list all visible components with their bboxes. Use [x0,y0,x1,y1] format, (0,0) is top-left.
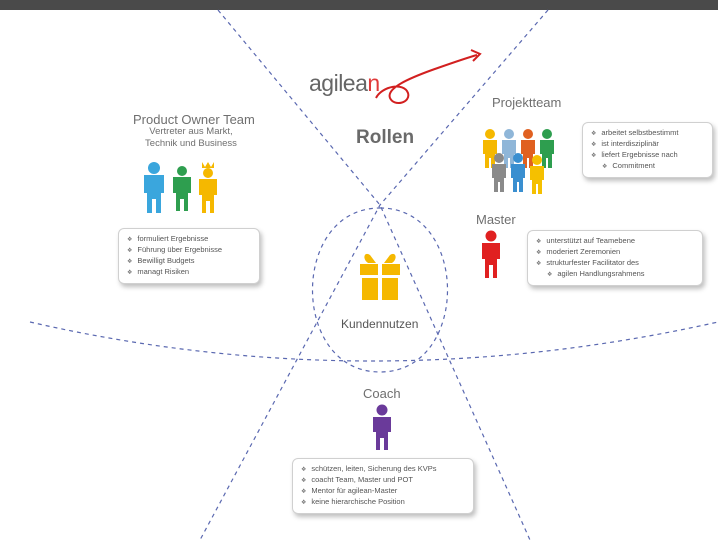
product-owner-subtitle: Vertreter aus Markt, Technik und Busines… [145,126,237,149]
coach-info-box: schützen, leiten, Sicherung des KVPs coa… [292,458,474,514]
kundennutzen-label: Kundennutzen [341,317,419,331]
logo-arrow-head [470,49,482,62]
projektteam-info-box: arbeitet selbstbestimmt ist interdiszipl… [582,122,713,178]
center-loop [312,207,448,373]
product-owner-info-box: formuliert Ergebnisse Führung über Ergeb… [118,228,260,284]
top-bar [0,0,718,10]
diagonal-line-left [217,9,531,540]
coach-heading: Coach [363,386,401,401]
master-info-box: unterstützt auf Teamebene moderiert Zere… [527,230,703,286]
diagonal-line-right [199,9,549,540]
product-owner-people-icon [144,162,217,213]
person-icon-group [483,129,554,194]
master-heading: Master [476,212,516,227]
person-icon-yellow-crown [199,162,217,213]
master-person-icon [482,230,500,278]
logo-swirl [375,54,478,105]
coach-person-icon [373,404,391,450]
projektteam-heading: Projektteam [492,95,562,110]
horizontal-arc [29,321,718,362]
person-icon-green [173,166,191,211]
page-title: Rollen [356,127,415,148]
gift-icon [360,253,400,300]
product-owner-heading: Product Owner Team [133,112,255,127]
agilean-logo: agilean [309,70,380,96]
projektteam-people-icon [483,129,554,194]
person-icon-blue [144,162,164,213]
